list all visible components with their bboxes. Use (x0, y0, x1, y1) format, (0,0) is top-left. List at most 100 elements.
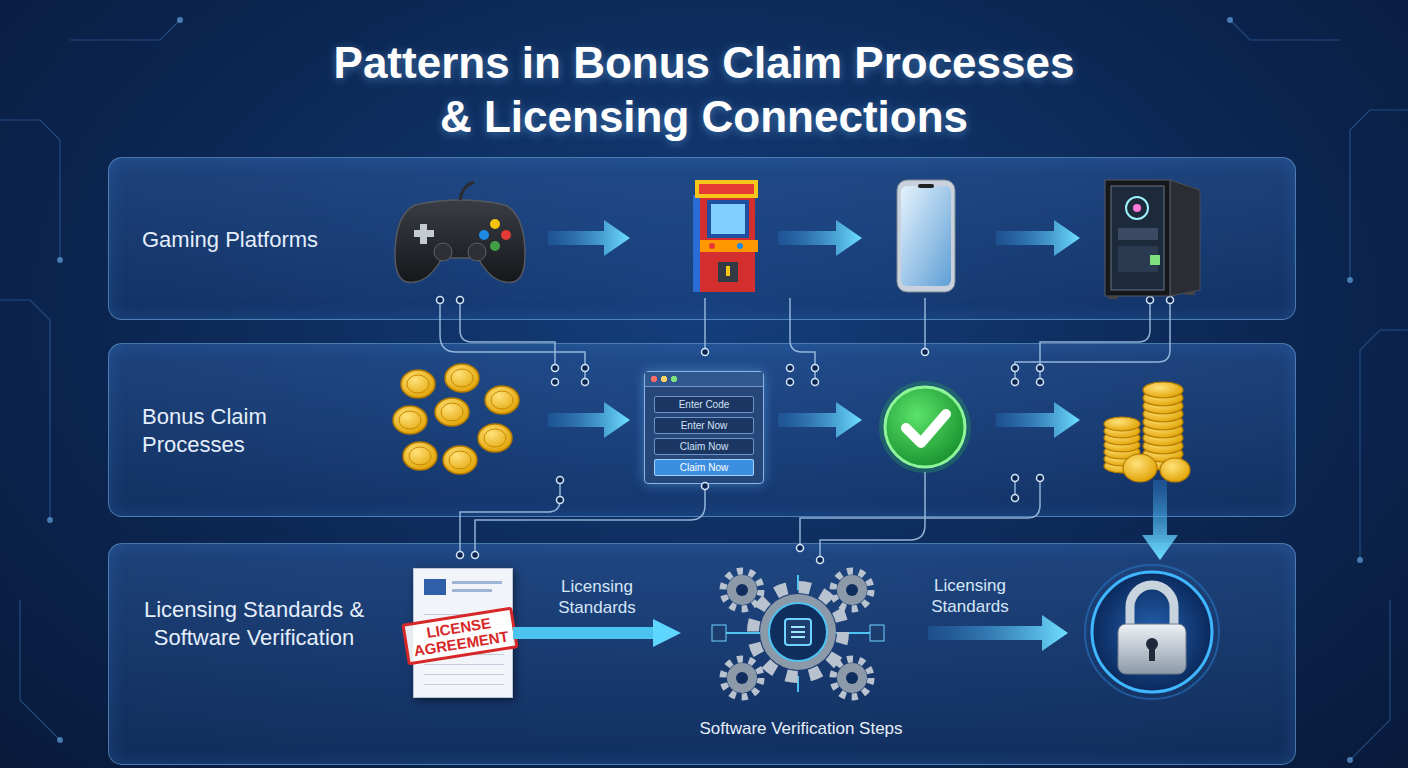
circuit-dot (1167, 297, 1174, 304)
coin-inner-ring (441, 403, 463, 421)
flow-arrow (548, 402, 630, 438)
claim-dialog: Enter CodeEnter NowClaim NowClaim Now (644, 371, 764, 484)
verification-gear (712, 625, 726, 641)
dialog-button: Enter Now (654, 417, 754, 434)
bonus-coins-icon (478, 424, 512, 452)
coin-inner-ring (407, 375, 429, 393)
checkmark-icon (885, 387, 965, 467)
circuit-trace (924, 298, 926, 352)
pc-tower-icon (1108, 296, 1118, 299)
background-node-dot (1227, 17, 1233, 23)
phone-icon (901, 186, 951, 286)
flow-arrow (778, 220, 862, 256)
band-label: Gaming Platforms (142, 158, 342, 321)
coin-stack-icon (1104, 382, 1190, 482)
circuit-trace (440, 300, 585, 382)
arcade-icon (693, 180, 758, 292)
swimlane-band: Bonus Claim ProcessesEnter CodeEnter Now… (108, 343, 1296, 517)
arcade-icon (695, 180, 758, 198)
verification-gear (837, 663, 867, 693)
coin-stack-icon (1104, 438, 1140, 452)
circuit-dot (702, 483, 709, 490)
coin-stack-icon (1143, 390, 1183, 406)
arcade-icon (726, 266, 730, 276)
verification-gear (712, 571, 884, 697)
circuit-trace (1015, 300, 1170, 382)
coin-inner-ring (409, 447, 431, 465)
pc-tower-icon (1105, 180, 1200, 299)
coin-stack-icon (1104, 445, 1140, 459)
verification-gear (846, 672, 858, 684)
arcade-icon (707, 200, 749, 238)
circuit-trace (475, 486, 705, 555)
verification-gear (870, 625, 884, 641)
circuit-dot (702, 349, 709, 356)
circuit-trace (460, 480, 560, 555)
coin-stack-icon (1143, 422, 1183, 438)
pc-tower-icon (1126, 197, 1148, 219)
circuit-dot (552, 379, 559, 386)
coin-stack-icon (1143, 446, 1183, 462)
coin-inner-ring (449, 451, 471, 469)
background-trace (20, 600, 60, 740)
gamepad-icon (460, 182, 474, 200)
flow-arrow (996, 402, 1080, 438)
verification-gear (769, 603, 827, 661)
checkmark-icon (879, 381, 971, 473)
circuit-dot (582, 379, 589, 386)
flow-connector (513, 627, 667, 639)
circuit-dot (1012, 475, 1019, 482)
pc-tower-icon (1185, 292, 1195, 295)
checkmark-icon (906, 414, 946, 443)
padlock-icon (1118, 624, 1186, 674)
arcade-icon (699, 184, 754, 194)
circuit-trace (440, 298, 1170, 560)
coin-stack-icon (1104, 431, 1140, 445)
circuit-trace (820, 472, 925, 560)
circuit-dot (1037, 365, 1044, 372)
verification-gear (833, 571, 871, 609)
coin-stack-icon (1160, 458, 1190, 482)
gamepad-icon (501, 230, 511, 240)
dialog-button: Claim Now (654, 438, 754, 455)
coin-stack-icon (1143, 382, 1183, 398)
padlock-icon (1130, 585, 1174, 628)
circuit-dot (552, 365, 559, 372)
coin-stack-icon (1123, 454, 1157, 482)
padlock-icon (1149, 647, 1155, 661)
verification-gear (727, 663, 757, 693)
flow-arrow (548, 220, 630, 256)
bonus-coins-icon (435, 398, 469, 426)
coin-stack-icon (1143, 414, 1183, 430)
circuit-dot (437, 297, 1174, 564)
circuit-dot (457, 297, 464, 304)
verification-gear (727, 575, 757, 605)
pc-tower-icon (1118, 246, 1158, 272)
coin-stack-icon (1143, 406, 1183, 422)
coin-stack-icon (1104, 459, 1140, 473)
background-node-dot (47, 517, 53, 523)
dialog-button: Enter Code (654, 396, 754, 413)
gamepad-icon (434, 243, 452, 261)
bonus-coins-icon (393, 406, 427, 434)
phone-icon (897, 180, 955, 292)
background-node-dot (1357, 557, 1363, 563)
background-trace (1230, 20, 1340, 40)
circuit-dot (812, 365, 819, 372)
checkmark-icon (879, 381, 971, 473)
coin-stack-icon (1143, 454, 1183, 470)
background-trace (0, 120, 60, 260)
coin-stack-icon (1104, 417, 1140, 431)
padlock-icon (1085, 565, 1219, 699)
flow-arrow (548, 220, 1178, 651)
gamepad-icon (490, 219, 500, 229)
circuit-dot (582, 365, 589, 372)
dialog-button: Claim Now (654, 459, 754, 476)
gamepad-icon (395, 182, 525, 282)
arcade-icon (700, 195, 755, 292)
verification-gear (736, 672, 748, 684)
arcade-icon (718, 262, 738, 282)
swimlane-band: Licensing Standards & Software Verificat… (108, 543, 1296, 765)
gamepad-icon (395, 200, 525, 282)
